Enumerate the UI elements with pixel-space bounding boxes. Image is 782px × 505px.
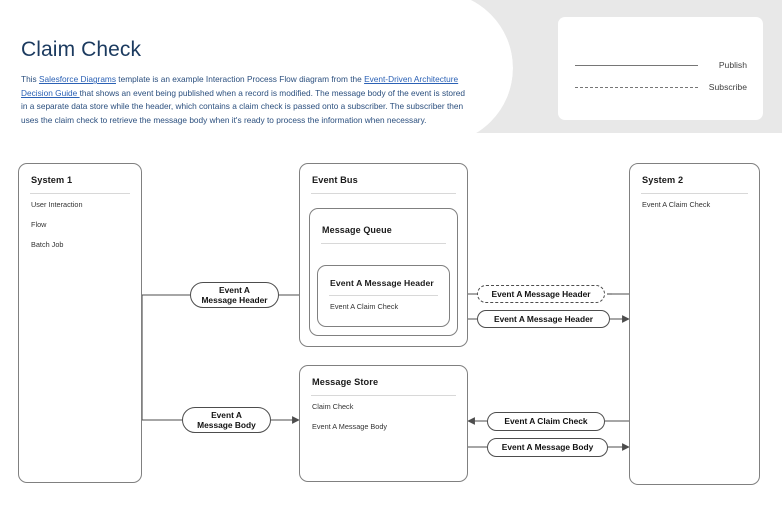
message-store-box[interactable]: Message Store Claim Check Event A Messag… [299,365,468,482]
description-link-3[interactable]: Event-Driven Architecture Decision Guide [21,74,459,98]
event-bus-divider [311,193,456,194]
event-bus-title: Event Bus [312,175,358,185]
legend-solid-line-icon [575,65,698,66]
legend-row-publish: Publish [558,57,763,73]
system1-item-flow: Flow [31,220,47,230]
label-event-a-message-header-subscribe[interactable]: Event A Message Header [477,285,605,303]
description-text-2: template is an example Interaction Proce… [116,74,365,85]
message-queue-title: Message Queue [322,225,392,235]
message-store-title: Message Store [312,377,379,387]
label-event-a-message-body-publish-left[interactable]: Event A Message Body [182,407,271,433]
label-event-a-message-header-publish-right[interactable]: Event A Message Header [477,310,610,328]
label-event-a-message-body-right[interactable]: Event A Message Body [487,438,608,457]
message-store-item-claim-check: Claim Check [312,402,354,411]
system2-item-claim-check: Event A Claim Check [642,200,711,209]
system1-item-batch-job: Batch Job [31,240,64,250]
system1-title: System 1 [31,175,73,185]
legend-card: Publish Subscribe [558,17,763,120]
legend-label-subscribe: Subscribe [708,82,747,92]
message-store-divider [311,395,456,396]
header-block: Claim Check This Salesforce Diagrams tem… [21,38,473,128]
system2-box[interactable]: System 2 Event A Claim Check [629,163,760,485]
description-text-0: This [21,74,39,85]
message-header-items: Event A Claim Check [330,302,441,323]
message-store-items: Claim Check Event A Message Body [312,402,459,443]
message-queue-divider [321,243,446,244]
system1-item-user-interaction: User Interaction [31,200,83,209]
system2-items: Event A Claim Check [642,200,751,221]
system1-divider [30,193,130,194]
message-store-item-message-body: Event A Message Body [312,422,388,432]
system1-box[interactable]: System 1 User Interaction Flow Batch Job [18,163,142,483]
system2-title: System 2 [642,175,684,185]
legend-label-publish: Publish [718,60,747,70]
system2-divider [641,193,748,194]
page-description: This Salesforce Diagrams template is an … [21,73,473,128]
label-event-a-claim-check[interactable]: Event A Claim Check [487,412,605,431]
system1-items: User Interaction Flow Batch Job [31,200,133,261]
message-header-title: Event A Message Header [330,278,434,288]
message-header-box[interactable]: Event A Message Header Event A Claim Che… [317,265,450,327]
message-header-divider [329,295,438,296]
description-text-4: that shows an event being published when… [21,87,466,126]
description-link-1[interactable]: Salesforce Diagrams [38,74,116,85]
legend-dashed-line-icon [575,87,698,88]
label-event-a-message-header-publish-left[interactable]: Event A Message Header [190,282,279,308]
page-title: Claim Check [21,38,142,61]
message-header-item-claim-check: Event A Claim Check [330,302,399,311]
legend-row-subscribe: Subscribe [558,79,763,95]
